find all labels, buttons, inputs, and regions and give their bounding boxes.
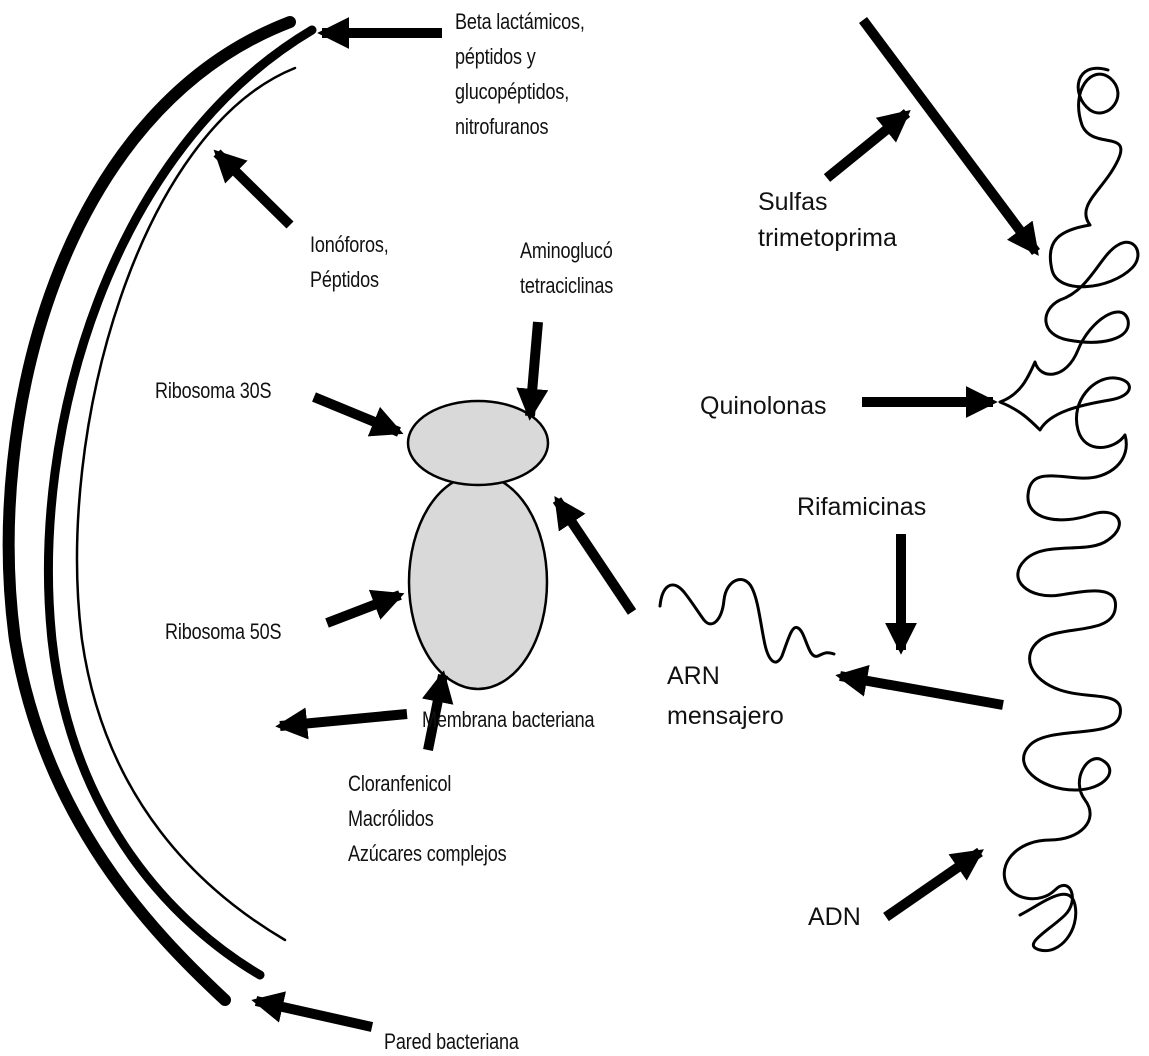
label-ribosoma-50s: Ribosoma 50S bbox=[165, 618, 281, 646]
arrow-ionoforos bbox=[217, 153, 290, 225]
arrow-sulfas bbox=[827, 113, 907, 178]
label-arn-mensajero: ARN mensajero bbox=[667, 656, 784, 736]
arrow-ribosoma-30s bbox=[314, 397, 399, 432]
arrow-adn bbox=[886, 852, 980, 917]
arrow-pared bbox=[256, 1001, 372, 1027]
label-membrana: Membrana bacteriana bbox=[422, 706, 594, 734]
label-sulfas: Sulfas trimetoprima bbox=[758, 184, 897, 256]
label-ionoforos: Ionóforos, Péptidos bbox=[310, 227, 389, 297]
label-beta-lactamicos: Beta lactámicos, péptidos y glucopéptido… bbox=[455, 4, 585, 144]
arrow-mrna-to-ribosome bbox=[557, 500, 632, 612]
dna-strand bbox=[1000, 68, 1138, 950]
arrow-ribosoma-50s bbox=[327, 595, 400, 623]
label-aminoglucosidos: Aminoglucó tetraciclinas bbox=[520, 233, 639, 303]
mrna-strand bbox=[660, 579, 834, 662]
label-quinolonas: Quinolonas bbox=[700, 391, 826, 422]
arrow-dna-to-mrna bbox=[840, 676, 1003, 705]
label-rifamicinas: Rifamicinas bbox=[797, 492, 926, 523]
arrow-membrana bbox=[280, 714, 407, 726]
ribosome-50s-subunit bbox=[409, 475, 547, 689]
arrow-aminoglucosidos bbox=[530, 322, 538, 416]
label-pared: Pared bacteriana bbox=[384, 1028, 519, 1056]
label-ribosoma-30s: Ribosoma 30S bbox=[155, 377, 271, 405]
label-adn: ADN bbox=[808, 902, 861, 933]
label-cloranfenicol: Cloranfenicol Macrólidos Azúcares comple… bbox=[348, 766, 506, 871]
